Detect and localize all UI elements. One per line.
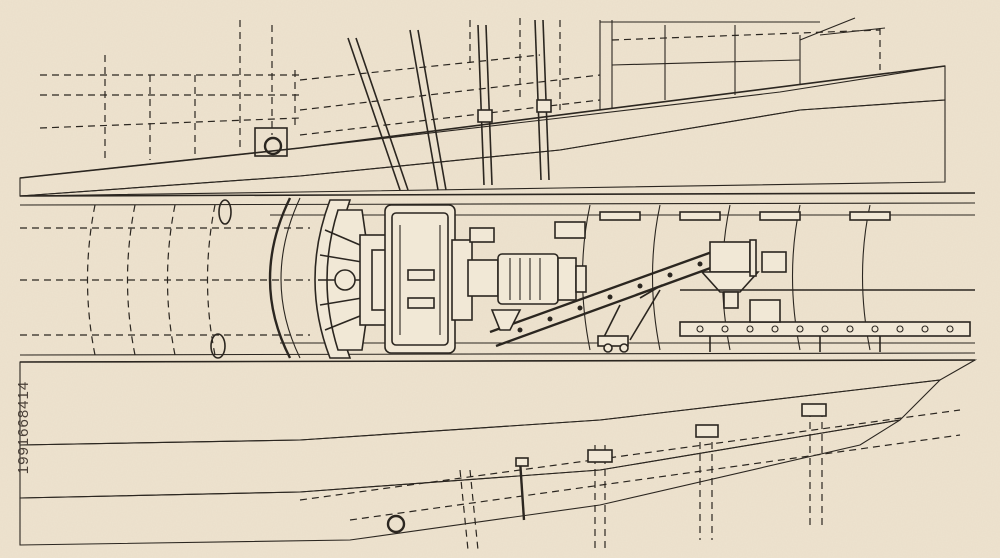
surface-structures bbox=[39, 17, 886, 160]
lower-strata bbox=[19, 359, 978, 546]
shield-body bbox=[384, 204, 499, 354]
surface-piles bbox=[347, 19, 552, 191]
stock-id-watermark: 1991668414 bbox=[4, 312, 44, 542]
upper-strata bbox=[19, 65, 976, 197]
utility-ring-top bbox=[254, 127, 288, 157]
drive-motor bbox=[469, 221, 587, 305]
watermark-text: 1991668414 bbox=[15, 380, 33, 474]
backup-gantry bbox=[599, 211, 975, 352]
conveyor-belt bbox=[489, 250, 717, 353]
lower-utilities bbox=[299, 403, 961, 551]
